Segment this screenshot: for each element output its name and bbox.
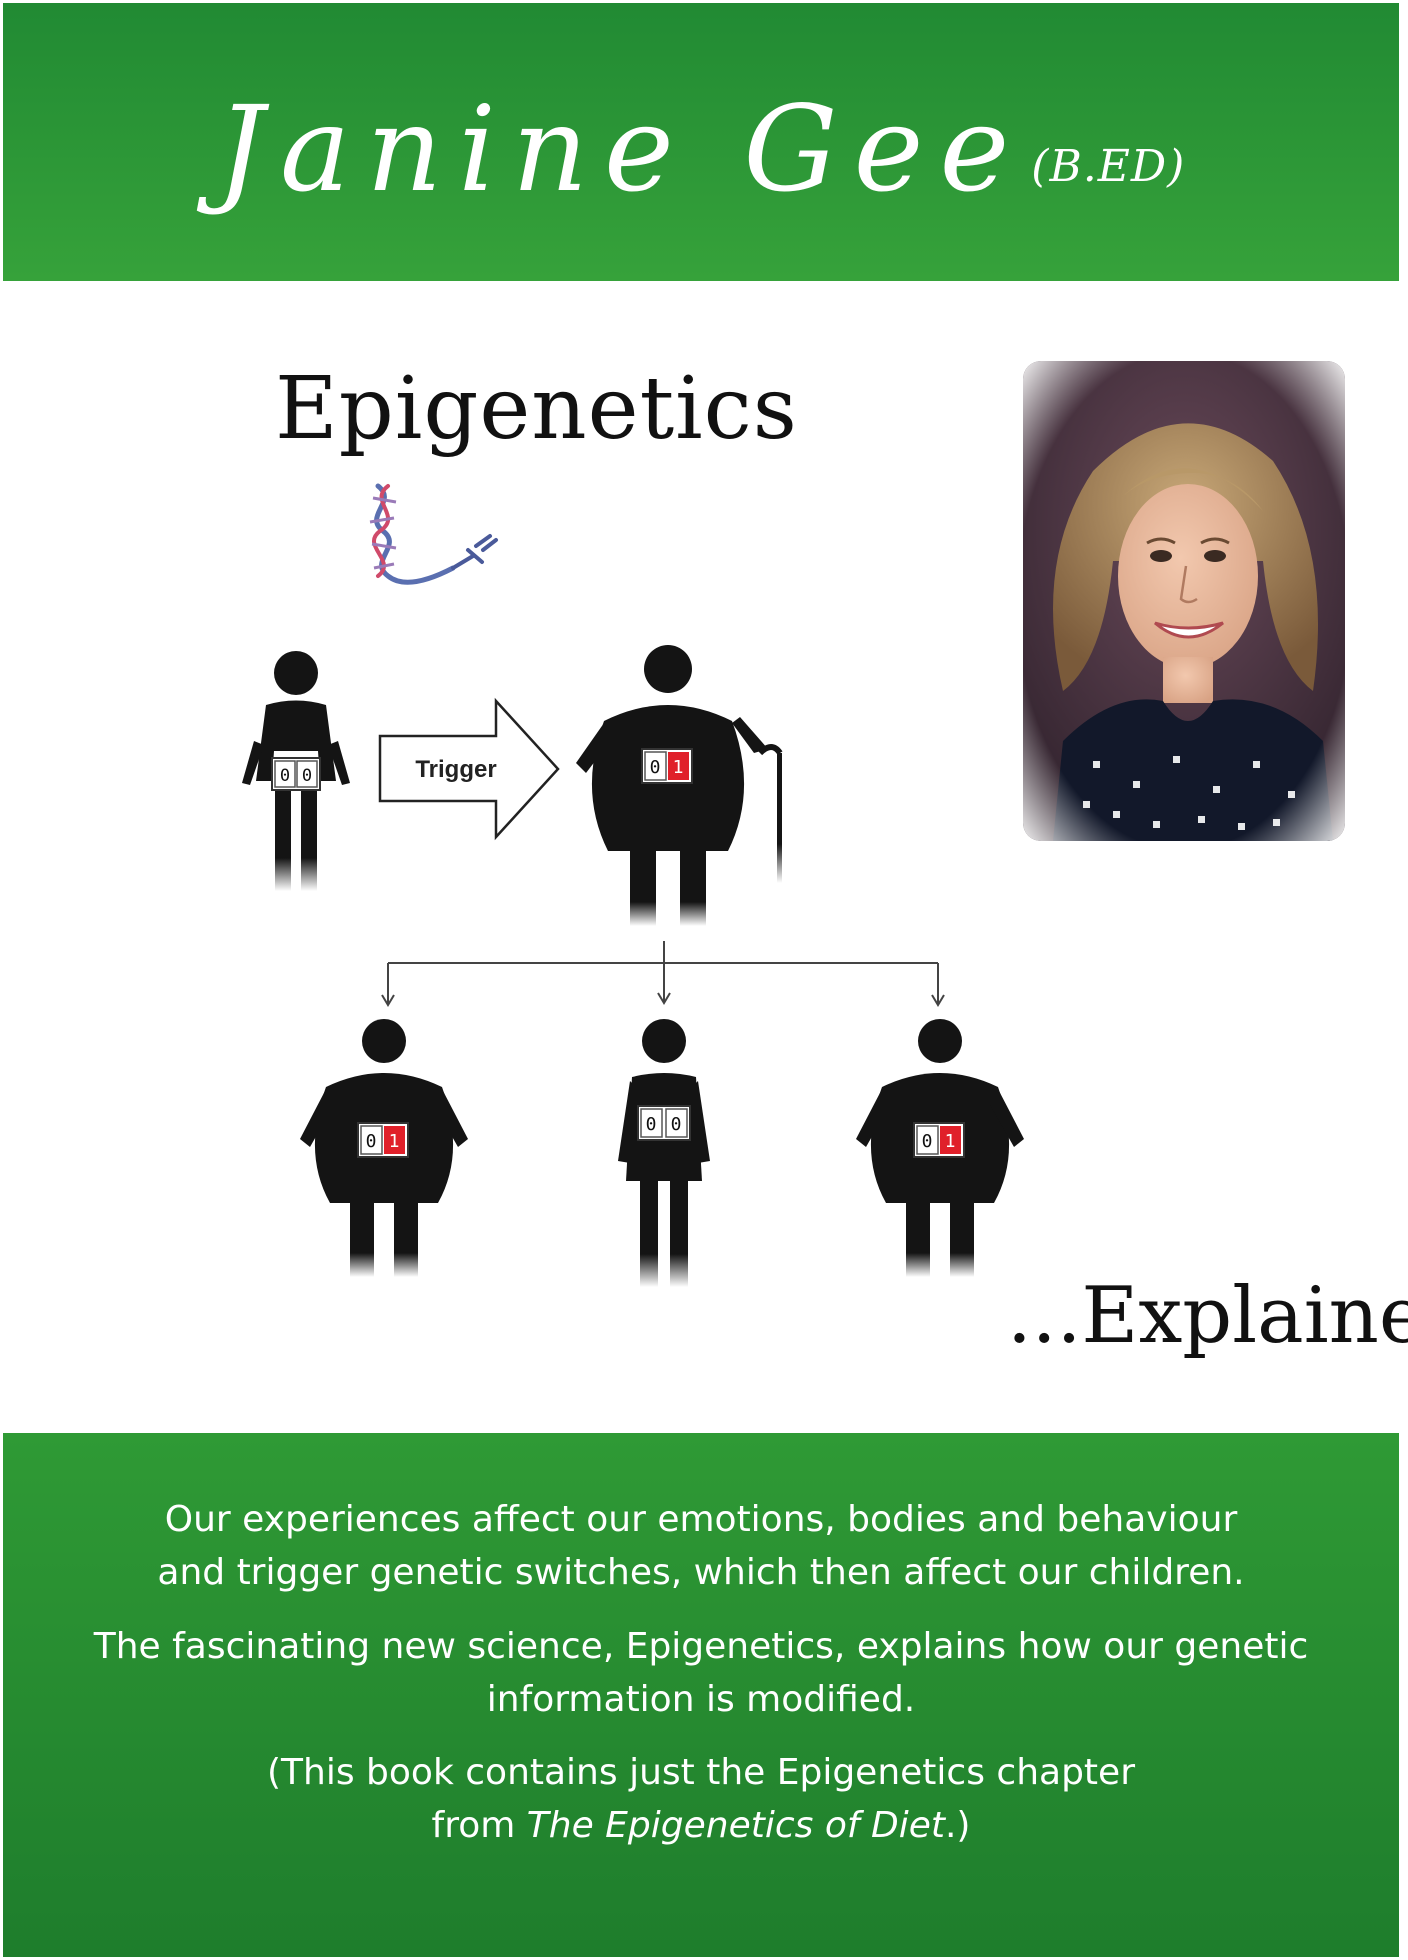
parent-figure-after: 0 1 bbox=[576, 645, 783, 926]
genetic-switch-parent-before: 0 0 bbox=[271, 757, 321, 791]
blurb-line: The fascinating new science, Epigenetics… bbox=[93, 1626, 1309, 1667]
blurb-line-suffix: .) bbox=[944, 1805, 971, 1846]
genetic-switch-child-left: 0 1 bbox=[357, 1122, 409, 1158]
child-figure-left: 0 1 bbox=[300, 1019, 468, 1277]
switch-digit: 0 bbox=[646, 1114, 657, 1135]
author-portrait bbox=[1023, 361, 1345, 841]
blurb-paragraph-3: (This book contains just the Epigenetics… bbox=[93, 1746, 1309, 1852]
author-credential: (B.ED) bbox=[1031, 140, 1186, 192]
epigenetics-diagram: 0 0 Trigger bbox=[242, 645, 1024, 1287]
genetic-switch-child-right: 0 1 bbox=[913, 1122, 965, 1158]
switch-digit: 0 bbox=[280, 766, 290, 786]
child-figure-right: 0 1 bbox=[856, 1019, 1024, 1277]
cover-artwork: Epigenetics bbox=[3, 281, 1408, 1433]
switch-digit: 1 bbox=[389, 1131, 400, 1152]
walking-cane-icon bbox=[757, 744, 783, 883]
genetic-switch-parent-after: 0 1 bbox=[641, 748, 693, 784]
parent-figure-before: 0 0 bbox=[242, 651, 350, 891]
epigenetics-title: Epigenetics bbox=[275, 359, 798, 459]
blurb-paragraph-2: The fascinating new science, Epigenetics… bbox=[93, 1620, 1309, 1726]
blurb-paragraph-1: Our experiences affect our emotions, bod… bbox=[93, 1493, 1309, 1599]
switch-digit: 0 bbox=[650, 757, 661, 778]
arrow-right-icon: Trigger bbox=[378, 697, 560, 841]
trigger-label: Trigger bbox=[415, 756, 496, 783]
switch-digit: 1 bbox=[945, 1131, 956, 1152]
author-name: Janine Gee bbox=[216, 80, 1026, 218]
dna-icon bbox=[369, 483, 498, 585]
header-band: Janine Gee (B.ED) bbox=[3, 3, 1399, 281]
explained-subtitle: ...Explained bbox=[1007, 1271, 1408, 1361]
blurb-line: and trigger genetic switches, which then… bbox=[157, 1552, 1245, 1593]
book-title: The Epigenetics of Diet bbox=[526, 1805, 945, 1846]
blurb-band: Our experiences affect our emotions, bod… bbox=[3, 1433, 1399, 1957]
switch-digit: 0 bbox=[671, 1114, 682, 1135]
blurb-line-prefix: from bbox=[431, 1805, 527, 1846]
blurb-line: Our experiences affect our emotions, bod… bbox=[164, 1499, 1238, 1540]
switch-digit: 0 bbox=[302, 766, 312, 786]
switch-digit: 1 bbox=[673, 757, 684, 778]
switch-digit: 0 bbox=[366, 1131, 377, 1152]
switch-digit: 0 bbox=[922, 1131, 933, 1152]
blurb-line: (This book contains just the Epigenetics… bbox=[267, 1752, 1135, 1793]
inheritance-connector bbox=[381, 941, 945, 1007]
blurb-line: information is modified. bbox=[486, 1679, 916, 1720]
genetic-switch-child-middle: 0 0 bbox=[637, 1105, 691, 1141]
child-figure-middle: 0 0 bbox=[618, 1019, 710, 1287]
